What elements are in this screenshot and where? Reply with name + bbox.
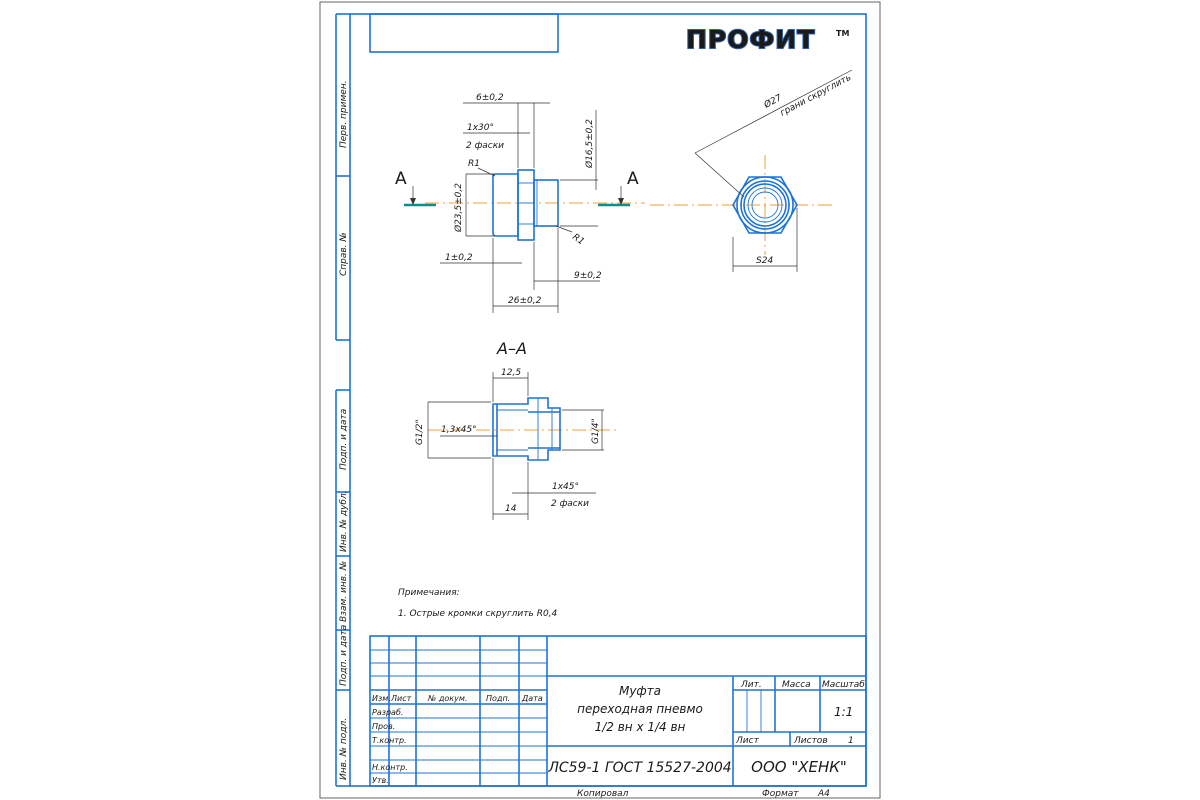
section-label-right: А xyxy=(627,169,639,189)
section-label-left: А xyxy=(395,169,407,189)
tb-name-line-2: переходная пневмо xyxy=(577,702,703,716)
logo-tm: ТМ xyxy=(836,29,849,38)
tb-header-data: Дата xyxy=(521,694,543,703)
dim-r1-a: R1 xyxy=(468,159,480,169)
dim-6: 6±0,2 xyxy=(476,93,504,103)
notes-title: Примечания: xyxy=(398,588,460,598)
tb-copied: Копировал xyxy=(577,789,629,799)
dim-9: 9±0,2 xyxy=(574,271,602,281)
notes-block: Примечания: 1. Острые кромки скруглить R… xyxy=(398,588,558,619)
tb-format-label: Формат xyxy=(762,789,799,799)
top-left-stamp-box xyxy=(369,13,559,53)
stamp-perv-primen: Перв. примен. xyxy=(339,80,349,148)
dim-26: 26±0,2 xyxy=(508,296,542,306)
tb-material: ЛС59-1 ГОСТ 15527-2004 xyxy=(547,760,731,776)
dim-g14: G1/4" xyxy=(591,418,601,444)
logo-text: ПРОФИТ xyxy=(686,25,815,54)
section-title: А–А xyxy=(496,339,527,358)
dim-chamfer-45: 1х45° xyxy=(552,482,579,492)
dim-chamfer-13: 1,3х45° xyxy=(441,425,477,435)
tb-mass-label: Масса xyxy=(782,680,811,690)
dim-1: 1±0,2 xyxy=(445,253,473,263)
tb-role-prov: Пров. xyxy=(372,722,395,731)
tb-scale-value: 1:1 xyxy=(834,705,853,719)
dim-14: 14 xyxy=(505,504,517,514)
tb-header-list: Лист xyxy=(390,694,412,703)
stamp-inv-podl: Инв. № подл. xyxy=(339,718,349,780)
tb-role-tkontr: Т.контр. xyxy=(372,736,407,745)
tb-format-value: А4 xyxy=(817,789,830,799)
dim-12-5: 12,5 xyxy=(501,368,521,378)
stamp-podp-data-2: Подп. и дата xyxy=(339,625,349,686)
dim-chamfer-30-note: 2 фаски xyxy=(466,141,504,151)
tb-scale-label: Масштаб xyxy=(822,680,865,690)
tb-name-line-3: 1/2 вн х 1/4 вн xyxy=(595,720,686,734)
brand-logo: ПРОФИТ ТМ xyxy=(685,24,849,55)
stamp-inv-dubl: Инв. № дубл. xyxy=(339,490,349,552)
title-block: Изм. Лист № докум. Подп. Дата Разраб. Пр… xyxy=(369,635,867,799)
front-view: А А 6±0,2 1х30° 2 фаски R1 Ø16,5±0,2 Ø23… xyxy=(395,93,645,313)
notes-item: 1. Острые кромки скруглить R0,4 xyxy=(398,609,558,619)
dim-g12: G1/2" xyxy=(415,419,425,445)
tb-header-doc: № докум. xyxy=(427,694,467,703)
tb-role-nkontr: Н.контр. xyxy=(372,763,408,772)
tb-sheets-value: 1 xyxy=(848,736,854,746)
tb-lit-label: Лит. xyxy=(740,680,762,690)
section-view: А–А 12,5 G1/2" 1,3х45° G1/4" 1х45° 2 фас… xyxy=(415,339,620,520)
sheet-outer-border xyxy=(319,1,881,799)
dim-chamfer-45-note: 2 фаски xyxy=(551,499,589,509)
tb-sheet-label: Лист xyxy=(735,736,760,746)
stamp-podp-data-1: Подп. и дата xyxy=(339,409,349,470)
tb-role-razrab: Разраб. xyxy=(372,708,403,717)
tb-header-izm: Изм. xyxy=(372,694,391,703)
tb-sheets-label: Листов xyxy=(793,736,828,746)
tb-role-utv: Утв. xyxy=(372,776,389,785)
tb-name-line-1: Муфта xyxy=(619,684,661,698)
stamp-sprav-no: Справ. № xyxy=(339,232,349,276)
stamp-vzam-inv: Взам. инв. № xyxy=(339,561,349,622)
side-stamp-column: Перв. примен. Справ. № Подп. и дата Инв.… xyxy=(335,13,350,787)
dim-chamfer-30: 1х30° xyxy=(467,123,494,133)
tb-company: ООО "ХЕНК" xyxy=(751,758,847,776)
dim-d16: Ø16,5±0,2 xyxy=(584,119,595,169)
dim-s24: S24 xyxy=(756,256,773,266)
dim-d23: Ø23,5±0,2 xyxy=(453,183,464,233)
tb-header-podp: Подп. xyxy=(486,694,510,703)
